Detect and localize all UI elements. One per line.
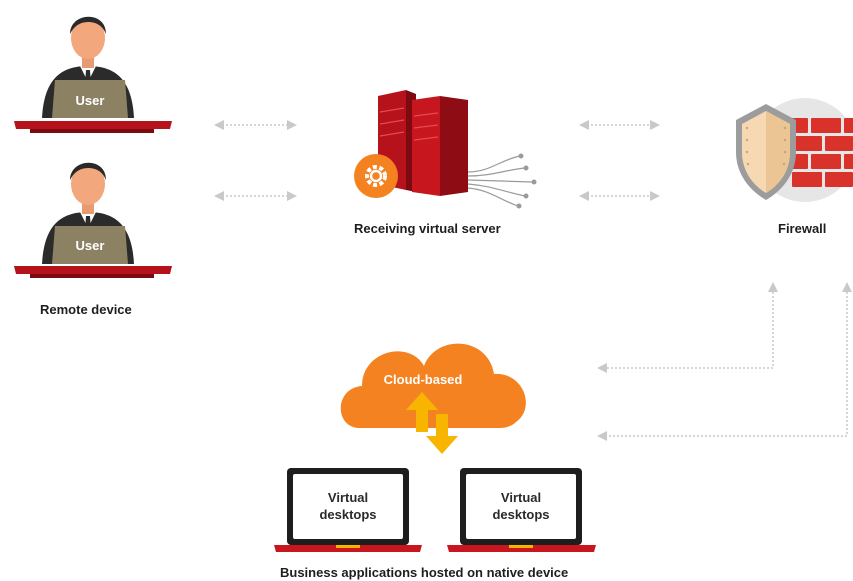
laptop-icon-1 (274, 468, 422, 552)
user-label-1: User (76, 93, 105, 108)
laptop-1-line2: desktops (319, 507, 376, 522)
desktops-caption: Business applications hosted on native d… (280, 565, 569, 580)
gear-icon (354, 154, 398, 198)
firewall-icon (736, 98, 853, 202)
remote-device-caption: Remote device (40, 302, 132, 317)
arrow-server-firewall-bottom (579, 191, 660, 201)
return-path-bottom (597, 282, 852, 441)
user-label-2: User (76, 238, 105, 253)
laptop-2-line2: desktops (492, 507, 549, 522)
arrow-server-firewall-top (579, 120, 660, 130)
arrow-user2-server (214, 191, 297, 201)
user-figure-2 (14, 162, 172, 278)
server-caption: Receiving virtual server (354, 221, 501, 236)
firewall-caption: Firewall (778, 221, 827, 236)
laptop-2-line1: Virtual (501, 490, 541, 505)
return-path-top (597, 282, 778, 373)
laptop-1-line1: Virtual (328, 490, 368, 505)
cloud-sync-arrows-icon (406, 392, 458, 454)
server-icon (378, 90, 537, 209)
laptop-icon-2 (447, 468, 596, 552)
cloud-label: Cloud-based (384, 372, 463, 387)
arrow-user1-server (214, 120, 297, 130)
cloud-icon (340, 343, 526, 428)
user-figure-1 (14, 16, 172, 133)
